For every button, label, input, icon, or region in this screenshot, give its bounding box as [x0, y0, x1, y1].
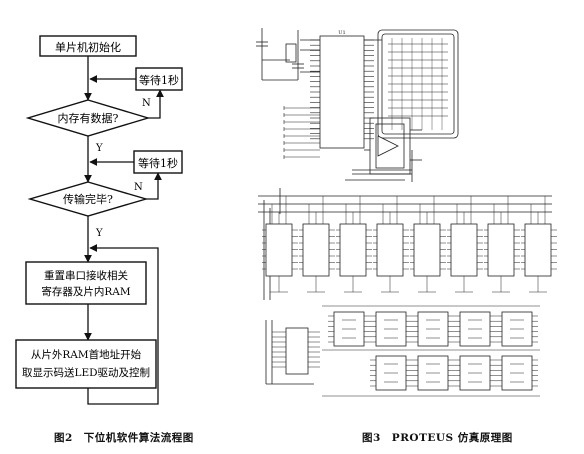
- figure-3-caption: 图3 PROTEUS 仿真原理图: [362, 432, 513, 444]
- wait2-label: 等待1秒: [138, 156, 178, 170]
- led-segment-block: [496, 355, 538, 391]
- led-driver-chip: [410, 196, 446, 293]
- led-driver-chip: [336, 196, 372, 293]
- led-driver-row: [262, 196, 557, 293]
- mcu-ref-label: U1: [338, 30, 345, 36]
- wait1-node: 等待1秒: [135, 67, 183, 91]
- display-label-1: 从片外RAM首地址开始: [31, 348, 142, 361]
- led-segment-block: [328, 311, 370, 347]
- led-segment-block: [370, 355, 412, 391]
- check-done-label: 传输完毕?: [63, 192, 113, 206]
- led-segment-block: [412, 311, 454, 347]
- display-node: 从片外RAM首地址开始 取显示码送LED驱动及控制: [15, 339, 157, 389]
- oscillator-circuit: [256, 28, 320, 81]
- led-driver-chip: [521, 196, 557, 293]
- display-label-2: 取显示码送LED驱动及控制: [22, 366, 150, 379]
- led-driver-chip: [373, 196, 409, 293]
- y2-label: Y: [95, 228, 103, 239]
- y1-label: Y: [95, 143, 103, 154]
- wait1-label: 等待1秒: [139, 73, 179, 87]
- led-display-grid: [322, 305, 540, 397]
- init-label: 单片机初始化: [55, 40, 121, 54]
- led-segment-block: [412, 355, 454, 391]
- init-node: 单片机初始化: [39, 35, 137, 57]
- led-driver-chip: [484, 196, 520, 293]
- led-driver-chip: [299, 196, 335, 293]
- latch-chip: [265, 320, 314, 385]
- serial-chip: [345, 117, 422, 182]
- led-driver-chip: [447, 196, 483, 293]
- led-driver-chip: [262, 196, 298, 293]
- led-segment-block: [454, 311, 496, 347]
- led-segment-block: [370, 311, 412, 347]
- reset-label-2: 寄存器及片内RAM: [41, 285, 130, 298]
- data-bus: [364, 29, 459, 139]
- reset-label-1: 重置串口接收相关: [44, 269, 128, 282]
- check-data-label: 内存有数据?: [58, 111, 119, 125]
- led-segment-block: [496, 311, 538, 347]
- driver-bus: [258, 188, 552, 300]
- led-segment-block: [454, 355, 496, 391]
- figure-2-caption: 图2 下位机软件算法流程图: [54, 432, 194, 444]
- n2-label: N: [134, 182, 143, 193]
- n1-label: N: [142, 98, 151, 109]
- reset-node: 重置串口接收相关 寄存器及片内RAM: [25, 261, 147, 305]
- mcu-chip: U1: [319, 30, 365, 149]
